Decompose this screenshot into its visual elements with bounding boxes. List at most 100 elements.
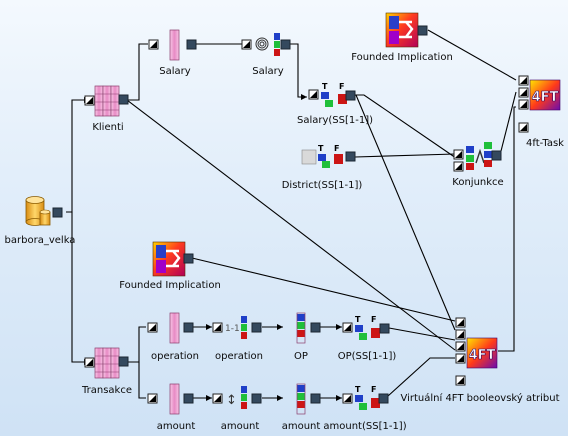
output-port[interactable] (310, 393, 321, 404)
f-marker: F (371, 385, 376, 394)
node-label-amount-column: amount (156, 421, 196, 432)
node-label-operation-column: operation (150, 351, 200, 362)
node-salary-ss[interactable]: T F (308, 82, 356, 107)
column-attribute-icon (296, 312, 306, 344)
output-port[interactable] (183, 393, 194, 404)
column-icon (169, 383, 180, 415)
node-klienti[interactable] (84, 85, 129, 117)
wire-klienti-salary (127, 43, 148, 101)
node-label-salary-attribute: Salary (252, 66, 284, 77)
wire-konj-task (499, 91, 517, 156)
output-port[interactable] (345, 151, 356, 162)
t-marker: T (355, 385, 361, 394)
wire-fi-mid-virt (191, 257, 456, 322)
node-district-ss[interactable]: T F (301, 144, 356, 168)
node-virtual-4ft[interactable]: 4FT (455, 317, 498, 386)
f-marker: F (371, 315, 376, 324)
4ft-glyph: 4FT (532, 90, 559, 105)
node-konjunkce[interactable] (453, 142, 502, 172)
column-icon (169, 29, 180, 61)
node-amount-2[interactable] (296, 383, 321, 415)
output-port[interactable] (251, 393, 262, 404)
tf-split-icon: T F (321, 82, 347, 107)
output-port[interactable] (310, 322, 321, 333)
wire-salary-attr-ss (290, 43, 307, 98)
column-icon (169, 312, 180, 344)
node-label-amount-2: amount (281, 421, 321, 432)
tf-split-icon: T F (355, 315, 380, 340)
node-label-op: OP (294, 351, 308, 362)
node-label-salary-column: Salary (159, 66, 191, 77)
output-port[interactable] (186, 39, 197, 50)
node-label-barbora-velka: barbora_velka (4, 235, 76, 246)
table-icon (94, 85, 120, 117)
4ft-task-icon: 4FT (529, 79, 561, 111)
node-operation-column[interactable] (147, 312, 194, 344)
wire-amss-virt (387, 357, 455, 397)
node-label-klienti: Klienti (92, 122, 124, 133)
output-port[interactable] (118, 94, 129, 105)
node-label-salary-ss: Salary(SS[1-1]) (296, 115, 374, 126)
wire-salary-ss-konj (355, 94, 457, 159)
database-icon (25, 196, 51, 226)
wire-district-konj (354, 153, 456, 158)
founded-implication-icon (385, 12, 419, 48)
interval-attribute-icon: ↕ (226, 393, 237, 408)
wire-transakce-amount (138, 362, 146, 399)
node-founded-implication-mid[interactable] (152, 241, 194, 277)
node-label-4ft-task: 4ft-Task (526, 138, 564, 149)
output-port[interactable] (491, 150, 502, 161)
one-to-one-attribute-icon: 1-1 (225, 324, 240, 334)
t-marker: T (355, 315, 361, 324)
output-port[interactable] (183, 253, 194, 264)
wire-fi-top-task (427, 29, 517, 81)
output-port[interactable] (379, 323, 390, 334)
tf-split-icon: T F (355, 385, 380, 410)
node-label-founded-implication-mid: Founded Implication (119, 280, 221, 291)
node-founded-implication-top[interactable] (385, 12, 428, 48)
wire-virt-task (498, 106, 516, 352)
output-port[interactable] (280, 39, 291, 50)
node-op[interactable] (296, 312, 321, 344)
output-port[interactable] (378, 393, 389, 404)
output-port[interactable] (118, 356, 129, 367)
4ft-glyph: 4FT (469, 348, 496, 363)
node-barbora-velka[interactable] (25, 196, 63, 226)
node-label-virtual-4ft: Virtuální 4FT booleovský atribut (400, 393, 560, 404)
node-label-founded-implication-top: Founded Implication (351, 52, 453, 63)
node-amount-ss[interactable]: T F (342, 385, 389, 410)
tf-split-icon: T F (318, 144, 343, 168)
node-amount-column[interactable] (147, 383, 194, 415)
output-port[interactable] (345, 90, 356, 101)
column-attribute-icon (296, 383, 306, 415)
t-marker: T (322, 82, 328, 91)
output-port[interactable] (251, 322, 262, 333)
founded-implication-icon (152, 241, 186, 277)
conjunction-icon (466, 142, 492, 170)
output-port[interactable] (417, 25, 428, 36)
node-label-op-ss: OP(SS[1-1]) (337, 351, 397, 362)
node-label-konjunkce: Konjunkce (452, 177, 504, 188)
wire-barbora-klienti (66, 99, 90, 213)
output-port[interactable] (52, 207, 63, 218)
connection-wires (66, 29, 517, 399)
node-label-transakce: Transakce (82, 385, 132, 396)
wire-salary-ss-virt (355, 94, 456, 331)
node-label-operation-attribute: operation (214, 351, 264, 362)
node-salary-attribute[interactable] (241, 33, 291, 56)
node-operation-attribute[interactable]: 1-1 (212, 316, 262, 339)
node-salary-column[interactable] (148, 29, 197, 61)
output-port[interactable] (183, 322, 194, 333)
wire-klienti-virt (126, 99, 456, 351)
f-marker: F (339, 82, 344, 91)
wire-transakce-operation (127, 326, 146, 363)
node-amount-attribute[interactable]: ↕ (212, 386, 262, 409)
table-icon (94, 347, 120, 379)
node-4ft-task[interactable]: 4FT (518, 75, 561, 133)
node-transakce[interactable] (84, 347, 129, 379)
t-marker: T (318, 144, 324, 153)
node-op-ss[interactable]: T F (342, 315, 390, 340)
node-label-amount-ss: amount(SS[1-1]) (323, 421, 407, 432)
node-label-amount-attribute: amount (220, 421, 260, 432)
